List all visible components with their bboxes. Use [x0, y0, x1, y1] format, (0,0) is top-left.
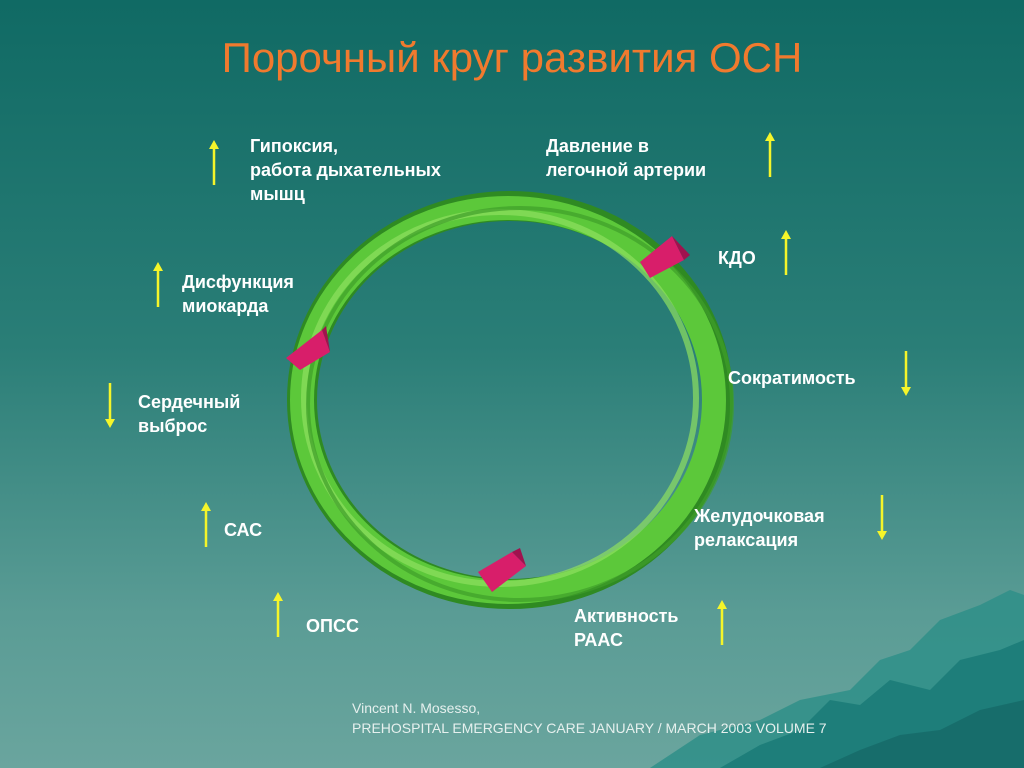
up-arrow-icon — [200, 502, 212, 548]
source-credit: Vincent N. Mosesso, PREHOSPITAL EMERGENC… — [352, 698, 827, 738]
ring-marker-top-right — [640, 236, 690, 278]
node-sas: САС — [224, 520, 263, 540]
slide-title: Порочный круг развития ОСН — [221, 34, 803, 81]
credit-author: Vincent N. Mosesso, — [352, 700, 481, 716]
down-arrow-icon — [900, 350, 912, 396]
down-arrow-icon — [876, 494, 888, 540]
node-ventricular-relaxation: Желудочковая релаксация — [694, 506, 825, 550]
ring-marker-left — [286, 326, 330, 370]
up-arrow-icon — [780, 230, 792, 276]
down-arrow-icon — [104, 382, 116, 428]
node-opss: ОПСС — [306, 616, 359, 636]
node-cardiac-output: Сердечный выброс — [138, 392, 241, 436]
credit-journal: PREHOSPITAL EMERGENCY CARE JANUARY / MAR… — [352, 720, 827, 736]
ring-marker-bottom — [478, 548, 526, 592]
up-arrow-icon — [764, 132, 776, 178]
node-kdo: КДО — [718, 248, 756, 268]
node-raas-activity: Активность РААС — [574, 606, 679, 650]
up-arrow-icon — [716, 600, 728, 646]
node-contractility: Сократимость — [728, 368, 856, 388]
up-arrow-icon — [208, 140, 220, 186]
node-myocardial-dysfunction: Дисфункция миокарда — [182, 272, 294, 316]
mountain-decoration — [650, 590, 1024, 768]
cycle-ring — [287, 191, 734, 609]
up-arrow-icon — [152, 262, 164, 308]
node-hypoxia: Гипоксия, работа дыхательных мышц — [250, 136, 441, 204]
node-pulmonary-pressure: Давление в легочной артерии — [546, 136, 707, 180]
up-arrow-icon — [272, 592, 284, 638]
